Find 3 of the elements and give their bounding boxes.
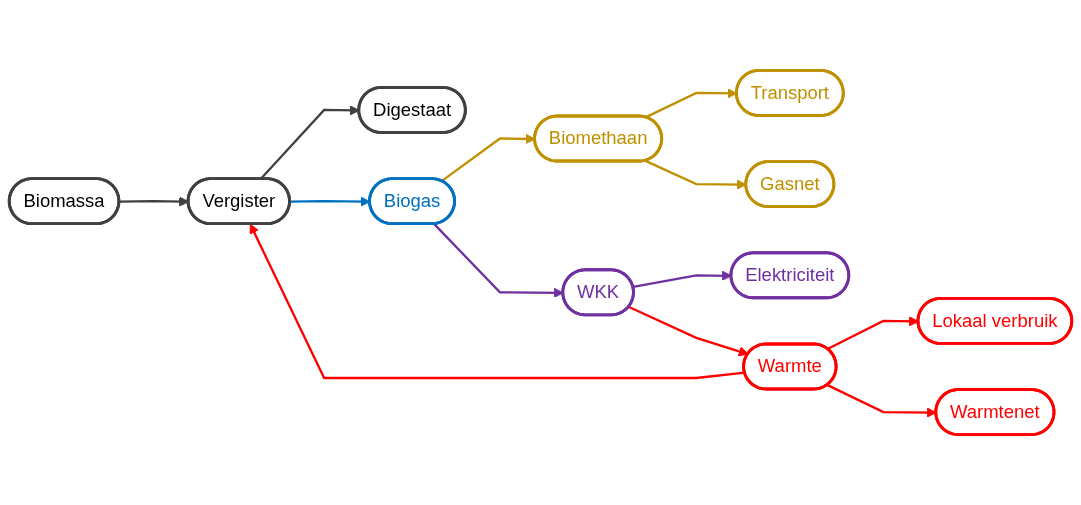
arrow: [633, 270, 732, 289]
arrow: [628, 305, 749, 357]
arrow: [249, 223, 745, 380]
